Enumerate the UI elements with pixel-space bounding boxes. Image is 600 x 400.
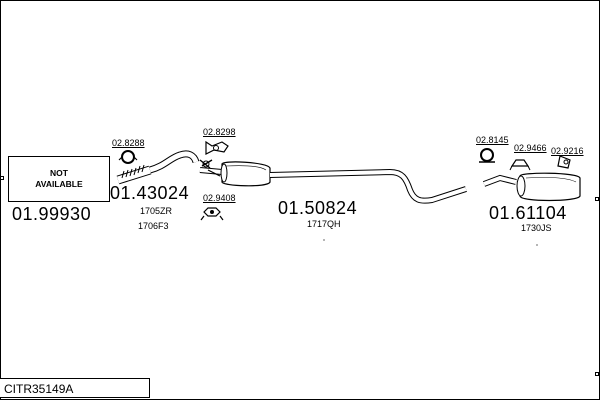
dot-mark [323,239,325,241]
part-ref: 1706F3 [138,221,169,231]
front-pipe-flex [116,150,200,185]
edge-tick-left [0,176,4,180]
part-code: 01.61104 [489,203,567,223]
accessory-code: 02.8298 [203,127,236,137]
gasket-icon [205,140,229,155]
edge-tick-right-bottom [595,372,599,376]
part-ref: 1705ZR [140,206,173,216]
not-available-line2: AVAILABLE [35,179,83,189]
tail-pipe [269,168,467,204]
accessory-code: 02.9466 [514,143,547,153]
accessory-code: 02.9216 [551,146,584,156]
diagram-title: CITR35149A [0,378,150,398]
clamp-icon [118,150,138,164]
part-code: 01.99930 [12,204,92,224]
accessory-code: 02.9408 [203,193,236,203]
edge-tick-right [595,197,599,201]
bolt-icon [199,159,221,177]
part-ref: 1730JS [521,223,552,233]
ring-icon [479,148,495,163]
hanger-icon [200,207,224,221]
accessory-code: 02.8288 [112,138,145,148]
accessory-code: 02.8145 [476,135,509,145]
rear-silencer [482,172,581,202]
bracket-icon [557,155,571,169]
centre-silencer [199,161,271,187]
not-available-box: NOT AVAILABLE [8,156,110,202]
part-code: 01.43024 [110,183,190,203]
part-ref: 1717QH [307,219,341,229]
dot-mark [536,244,538,246]
rubber-mount-icon [509,159,531,171]
not-available-line1: NOT [50,168,68,178]
part-code: 01.50824 [278,198,358,218]
